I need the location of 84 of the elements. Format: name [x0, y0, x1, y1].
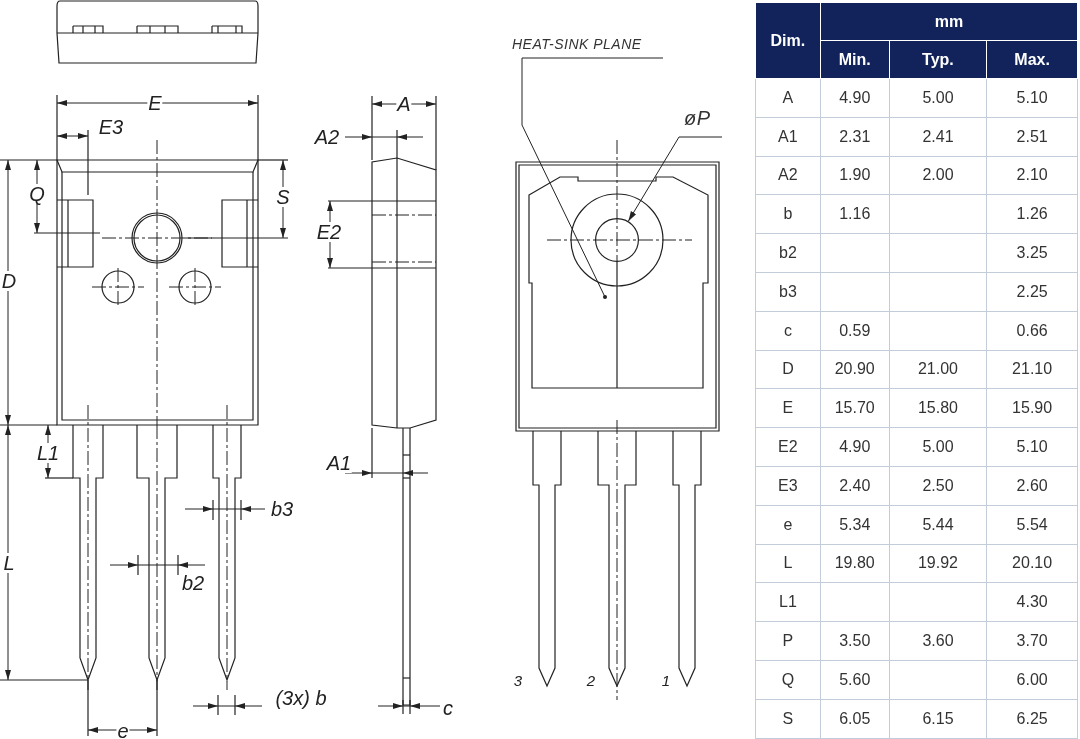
dimension-label: E2 — [315, 222, 343, 242]
table-header-cell: mm — [934, 12, 964, 30]
dimension-label: (3x) b — [274, 688, 328, 708]
table-cell: 5.10 — [1016, 88, 1048, 106]
dimension-label: A2 — [313, 127, 341, 147]
table-cell: 19.92 — [917, 554, 958, 572]
table-header-cell: Dim. — [770, 31, 806, 49]
dimension-label: L1 — [35, 443, 61, 463]
dimension-label: A — [396, 94, 412, 114]
table-header-cell: Typ. — [922, 50, 954, 68]
table-cell: 2.10 — [1016, 166, 1048, 184]
table-cell: 5.54 — [1016, 515, 1048, 533]
table-cell: 6.25 — [1016, 709, 1048, 727]
table-cell: 5.10 — [1016, 438, 1048, 456]
table-cell: A2 — [778, 166, 798, 184]
table-cell: A — [782, 88, 794, 106]
table-cell: E3 — [778, 476, 798, 494]
table-cell: 1.16 — [839, 205, 871, 223]
mounting-hole — [595, 218, 639, 262]
table-cell: 2.40 — [839, 476, 871, 494]
table-cell: b2 — [779, 244, 797, 262]
table-header-cell: Max. — [1014, 50, 1050, 68]
table-cell: L1 — [779, 593, 797, 611]
dimension-label: D — [0, 271, 18, 291]
table-cell: c — [783, 321, 792, 339]
table-cell: 6.05 — [839, 709, 871, 727]
table-cell: 3.25 — [1016, 244, 1048, 262]
table-cell: 5.34 — [839, 515, 871, 533]
table-cell: 3.60 — [922, 632, 954, 650]
table-cell: 5.44 — [922, 515, 954, 533]
table-cell: S — [782, 709, 794, 727]
table-cell: 5.00 — [922, 88, 954, 106]
leader-line — [627, 136, 723, 222]
leader-line — [521, 57, 664, 299]
table-cell: 3.70 — [1016, 632, 1048, 650]
table-cell: 20.90 — [834, 360, 875, 378]
table-header-cell: Min. — [838, 50, 871, 68]
table-cell: 6.00 — [1016, 670, 1048, 688]
table-cell: 2.60 — [1016, 476, 1048, 494]
table-cell: 1.90 — [839, 166, 871, 184]
table-cell: e — [783, 515, 793, 533]
table-cell: 15.70 — [834, 399, 875, 417]
table-cell: 2.25 — [1016, 282, 1048, 300]
dimension-label: E — [147, 93, 163, 113]
table-cell: 4.30 — [1016, 593, 1048, 611]
table-cell: E2 — [778, 438, 798, 456]
dimension-label: Q — [28, 184, 46, 204]
table-cell: 2.00 — [922, 166, 954, 184]
table-cell: 3.50 — [839, 632, 871, 650]
dimension-label: b2 — [180, 573, 206, 593]
table-cell: E — [782, 399, 794, 417]
table-cell: D — [782, 360, 794, 378]
table-cell: 20.10 — [1012, 554, 1053, 572]
table-cell: 2.41 — [922, 127, 954, 145]
table-cell: 19.80 — [834, 554, 875, 572]
heat-sink-plate — [529, 177, 708, 388]
dimension-label: S — [275, 187, 291, 207]
callout-text: øP — [684, 107, 712, 130]
table-cell: 4.90 — [839, 438, 871, 456]
table-cell: 15.90 — [1012, 399, 1053, 417]
table-cell: 21.00 — [917, 360, 958, 378]
table-cell: 15.80 — [917, 399, 958, 417]
table-cell: b3 — [779, 282, 797, 300]
table-cell: 6.15 — [922, 709, 954, 727]
table-cell: b — [783, 205, 793, 223]
callout-text: HEAT-SINK PLANE — [512, 36, 643, 52]
dimension-label: b3 — [269, 499, 295, 519]
table-cell: L — [783, 554, 793, 572]
table-cell: 5.00 — [922, 438, 954, 456]
table-cell: A1 — [778, 127, 798, 145]
table-cell: 5.60 — [839, 670, 871, 688]
dimension-label: A1 — [325, 453, 353, 473]
table-cell: 0.59 — [839, 321, 871, 339]
table-cell: 2.50 — [922, 476, 954, 494]
table-cell: Q — [781, 670, 795, 688]
table-cell: P — [782, 632, 794, 650]
table-cell: 1.26 — [1016, 205, 1048, 223]
table-cell: 21.10 — [1012, 360, 1053, 378]
table-cell: 4.90 — [839, 88, 871, 106]
table-cell: 2.51 — [1016, 127, 1048, 145]
dimension-label: E3 — [97, 117, 125, 137]
dimension-label: L — [2, 553, 16, 573]
table-cell: 2.31 — [839, 127, 871, 145]
table-cell: 0.66 — [1016, 321, 1048, 339]
